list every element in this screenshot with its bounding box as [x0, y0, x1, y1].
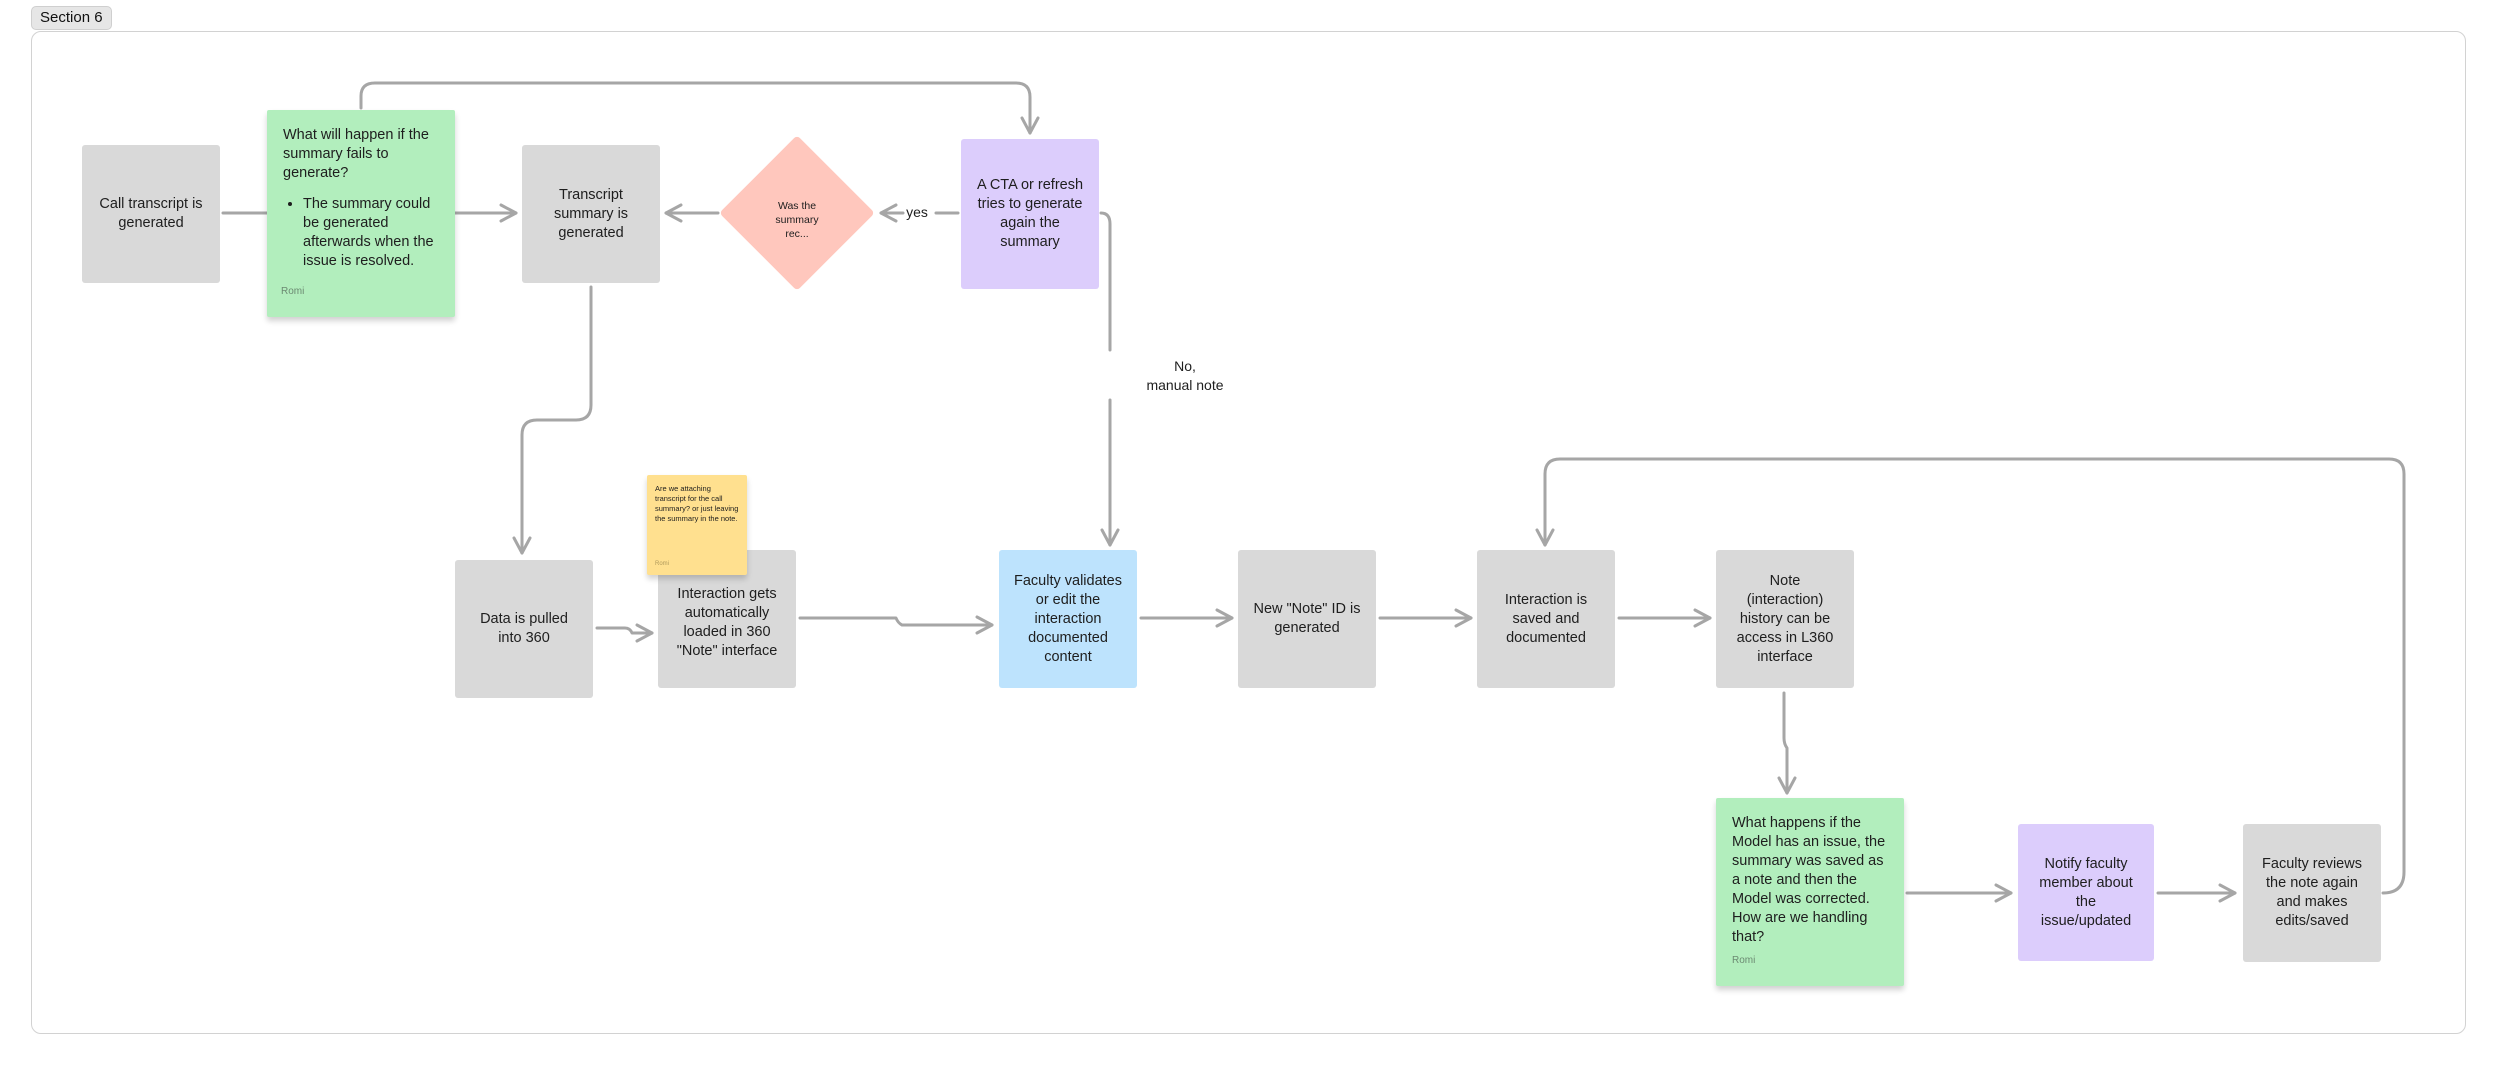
- node-faculty-validates-label: Faculty validates or edit the interactio…: [1014, 572, 1122, 665]
- sticky-attach-transcript-text: Are we attaching transcript for the call…: [655, 484, 739, 523]
- node-note-history[interactable]: Note (interaction) history can be access…: [1716, 550, 1854, 688]
- node-notify-faculty[interactable]: Notify faculty member about the issue/up…: [2018, 824, 2154, 961]
- node-faculty-validates[interactable]: Faculty validates or edit the interactio…: [999, 550, 1137, 688]
- edge-label-no-line1: No,: [1174, 358, 1196, 374]
- connector-history-to-model-issue: [1777, 691, 1797, 795]
- section-label[interactable]: Section 6: [31, 6, 112, 30]
- node-cta-refresh-label: A CTA or refresh tries to generate again…: [976, 177, 1084, 250]
- connector-review-loop-to-saved: [1535, 457, 2406, 895]
- edge-label-yes: yes: [905, 203, 929, 222]
- node-data-pulled[interactable]: Data is pulled into 360: [455, 560, 593, 698]
- node-interaction-saved-label: Interaction is saved and documented: [1504, 591, 1588, 646]
- decision-label: Was the summary rec...: [775, 200, 819, 240]
- node-interaction-saved[interactable]: Interaction is saved and documented: [1477, 550, 1615, 688]
- sticky-model-issue[interactable]: What happens if the Model has an issue, …: [1716, 798, 1904, 986]
- node-interaction-loaded-label: Interaction gets automatically loaded in…: [676, 586, 778, 659]
- connector-cta-to-validate-a: [1099, 211, 1112, 352]
- node-call-transcript-label: Call transcript is generated: [99, 196, 203, 231]
- sticky-summary-fail-bullet: The summary could be generated afterward…: [303, 195, 439, 271]
- node-faculty-reviews-label: Faculty reviews the note again and makes…: [2262, 856, 2362, 929]
- node-note-id-label: New "Note" ID is generated: [1253, 601, 1361, 636]
- edge-label-no: No, manual note: [1140, 357, 1230, 395]
- sticky-model-issue-author: Romi: [1732, 955, 1756, 966]
- node-cta-refresh[interactable]: A CTA or refresh tries to generate again…: [961, 139, 1099, 289]
- sticky-summary-fail-title: What will happen if the summary fails to…: [283, 127, 429, 181]
- sticky-summary-fail-author: Romi: [281, 286, 305, 297]
- node-faculty-reviews[interactable]: Faculty reviews the note again and makes…: [2243, 824, 2381, 962]
- node-notify-faculty-label: Notify faculty member about the issue/up…: [2039, 855, 2133, 929]
- node-call-transcript[interactable]: Call transcript is generated: [82, 145, 220, 283]
- sticky-model-issue-text: What happens if the Model has an issue, …: [1732, 815, 1886, 945]
- node-note-id[interactable]: New "Note" ID is generated: [1238, 550, 1376, 688]
- node-note-history-label: Note (interaction) history can be access…: [1736, 572, 1834, 665]
- connector-loop-to-cta: [359, 81, 1040, 135]
- sticky-summary-fail-list: The summary could be generated afterward…: [283, 195, 439, 271]
- sticky-summary-fail[interactable]: What will happen if the summary fails to…: [267, 110, 455, 317]
- node-data-pulled-label: Data is pulled into 360: [480, 611, 568, 646]
- connector-summary-to-data: [512, 285, 593, 555]
- connector-data-to-interaction: [595, 623, 654, 643]
- sticky-attach-transcript[interactable]: Are we attaching transcript for the call…: [647, 475, 747, 575]
- node-transcript-summary-label: Transcript summary is generated: [553, 186, 629, 241]
- node-transcript-summary[interactable]: Transcript summary is generated: [522, 145, 660, 283]
- edge-label-no-line2: manual note: [1146, 377, 1224, 393]
- sticky-attach-transcript-author: Romi: [655, 561, 670, 567]
- connector-interaction-to-validate: [798, 615, 994, 635]
